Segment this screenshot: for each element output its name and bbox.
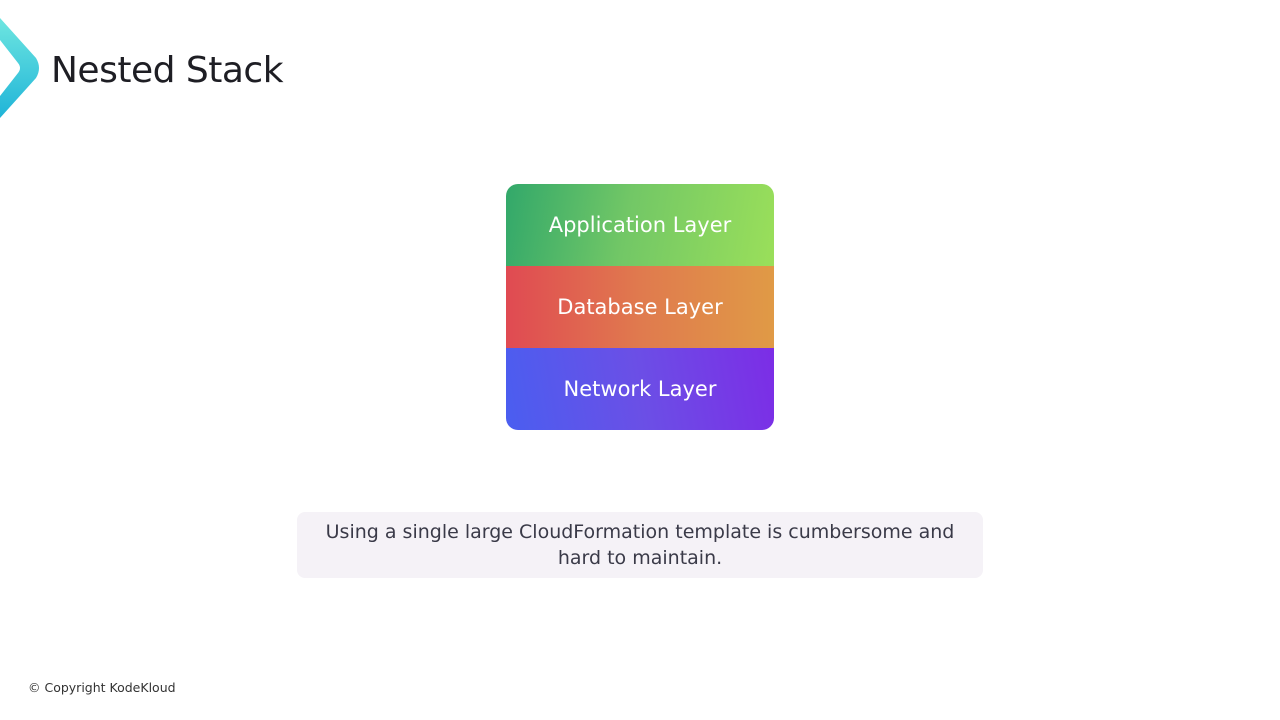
database-layer: Database Layer (506, 266, 774, 348)
caption-box: Using a single large CloudFormation temp… (297, 512, 983, 578)
layer-stack: Application Layer Database Layer Network… (506, 184, 774, 430)
kodekloud-logo-chevron-icon (0, 18, 39, 118)
application-layer: Application Layer (506, 184, 774, 266)
copyright-footer: © Copyright KodeKloud (28, 680, 176, 695)
network-layer: Network Layer (506, 348, 774, 430)
slide-title: Nested Stack (51, 50, 284, 91)
caption-text: Using a single large CloudFormation temp… (325, 521, 955, 569)
